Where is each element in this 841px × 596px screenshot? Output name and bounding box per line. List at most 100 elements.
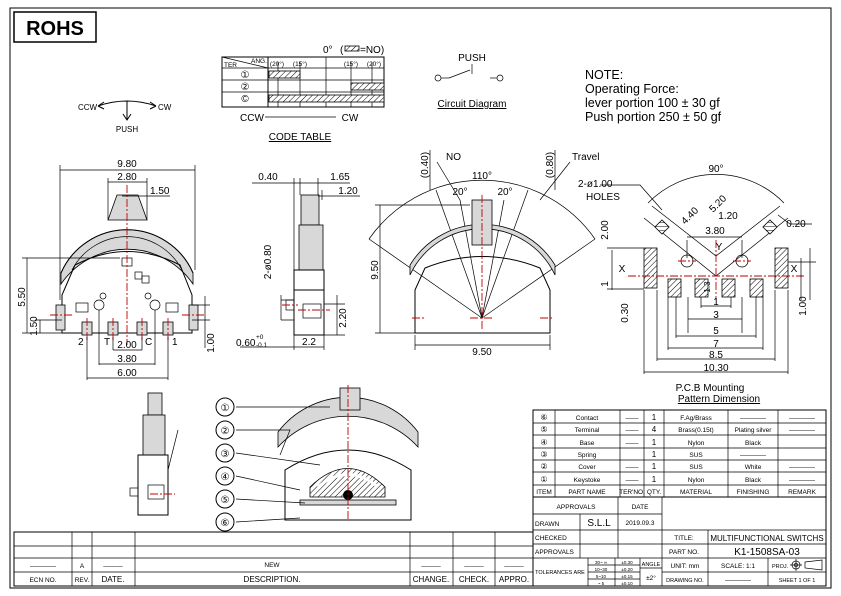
svg-text:④: ④: [540, 438, 547, 447]
svg-text:90°: 90°: [708, 164, 723, 175]
svg-text:PUSH: PUSH: [116, 125, 138, 134]
svg-text:④: ④: [221, 472, 230, 483]
svg-text:Circuit Diagram: Circuit Diagram: [438, 99, 507, 110]
svg-text:(0.40): (0.40): [420, 152, 431, 178]
svg-text:⑤: ⑤: [540, 425, 547, 434]
svg-text:Travel: Travel: [572, 152, 599, 163]
svg-text:————: ————: [789, 427, 816, 434]
svg-text:SUS: SUS: [689, 464, 703, 471]
svg-text:UNIT: mm: UNIT: mm: [671, 563, 700, 570]
part-callouts: ① ② ③ ④ ⑤ ⑥: [167, 397, 330, 532]
svg-text:SUS: SUS: [689, 452, 703, 459]
svg-text:1.00: 1.00: [206, 333, 217, 353]
svg-text:Cover: Cover: [578, 464, 596, 471]
svg-text:Operating Force:: Operating Force:: [585, 82, 679, 96]
svg-text:SHEET 1 OF 1: SHEET 1 OF 1: [779, 578, 816, 584]
svg-text:————: ————: [740, 415, 767, 422]
svg-text:Black: Black: [745, 477, 762, 484]
svg-text:TER: TER: [224, 62, 237, 69]
svg-text:4: 4: [652, 425, 657, 434]
svg-text:Y: Y: [716, 242, 723, 253]
exploded-section-view: [277, 385, 419, 521]
svg-text:DATE.: DATE.: [102, 575, 125, 584]
svg-text:②: ②: [221, 426, 230, 437]
svg-text:⑥: ⑥: [221, 518, 230, 529]
svg-text:CW: CW: [342, 113, 359, 124]
svg-text:9.80: 9.80: [117, 159, 137, 170]
svg-text:DATE: DATE: [632, 504, 650, 511]
svg-text:(15°): (15°): [293, 60, 307, 68]
svg-text:5.50: 5.50: [17, 287, 28, 307]
svg-text:PART NAME: PART NAME: [568, 489, 606, 496]
push-direction-symbol: CCW CW PUSH: [78, 100, 172, 134]
svg-text:③: ③: [221, 449, 230, 460]
svg-text:=NO): =NO): [360, 45, 384, 56]
svg-text:2019.09.3: 2019.09.3: [626, 520, 655, 527]
svg-text:1: 1: [713, 297, 719, 308]
svg-text:PROJ.: PROJ.: [772, 564, 789, 570]
svg-text:P.C.B Mounting: P.C.B Mounting: [676, 383, 745, 394]
svg-text:±0.10: ±0.10: [621, 581, 633, 586]
svg-text:6.00: 6.00: [117, 368, 137, 379]
svg-text:1: 1: [652, 475, 657, 484]
svg-text:Brass(0.15t): Brass(0.15t): [678, 427, 713, 434]
svg-text:±0.15: ±0.15: [621, 574, 633, 579]
svg-text:ROHS: ROHS: [26, 18, 84, 40]
svg-text:2: 2: [78, 337, 84, 348]
svg-text:7: 7: [713, 339, 719, 350]
svg-text:-0.1: -0.1: [256, 342, 268, 349]
svg-text:1.00: 1.00: [798, 296, 809, 316]
svg-text:————: ————: [725, 577, 752, 584]
svg-text:———: ———: [103, 563, 123, 570]
svg-text:S.L.L: S.L.L: [587, 518, 611, 529]
svg-text:①: ①: [221, 403, 230, 414]
travel-angle-view: NO (0.40) 110° 20° 20° (0.80) Travel 9.5…: [368, 150, 599, 358]
svg-text:APPRO.: APPRO.: [499, 575, 529, 584]
svg-text:QTY.: QTY.: [647, 489, 662, 496]
revision-block: ———— A ——— NEW ——— ——— ——— ECN NO. REV. …: [13, 531, 534, 587]
svg-text:1: 1: [652, 413, 657, 422]
svg-text:APPROVALS: APPROVALS: [557, 504, 597, 511]
svg-text:CHECK.: CHECK.: [459, 575, 489, 584]
svg-text:0°: 0°: [323, 45, 333, 56]
svg-text:NO: NO: [446, 152, 461, 163]
svg-text:———: ———: [504, 563, 524, 570]
svg-text:Base: Base: [580, 440, 595, 447]
drawing-frame: [9, 7, 832, 589]
svg-text:Push portion 250 ± 50 gf: Push portion 250 ± 50 gf: [585, 110, 722, 124]
svg-text:8.5: 8.5: [709, 350, 723, 361]
svg-text:A: A: [80, 563, 85, 570]
svg-text:1.20: 1.20: [338, 186, 358, 197]
svg-text:0.60: 0.60: [236, 338, 256, 349]
svg-text:APPROVALS: APPROVALS: [535, 549, 575, 556]
svg-text:0.20: 0.20: [786, 219, 806, 230]
svg-text:ANG.: ANG.: [251, 58, 267, 65]
svg-text:Pattern Dimension: Pattern Dimension: [678, 394, 760, 405]
svg-text:(15°): (15°): [344, 60, 358, 68]
svg-text:——: ——: [626, 477, 640, 484]
svg-text:SCALE: 1:1: SCALE: 1:1: [721, 563, 755, 570]
svg-text:DRAWING NO.: DRAWING NO.: [666, 578, 704, 584]
svg-text:1.50: 1.50: [150, 186, 170, 197]
svg-text:NEW: NEW: [264, 562, 280, 569]
front-view: 9.80 2.80 1.50 5.50 1.50 1.00 2 T C 1 2.…: [17, 159, 217, 380]
svg-text:Keystoke: Keystoke: [574, 477, 601, 484]
svg-text:①: ①: [540, 475, 547, 484]
svg-text:9.50: 9.50: [472, 347, 492, 358]
svg-text:PART NO.: PART NO.: [669, 549, 699, 556]
svg-text:0.40: 0.40: [258, 172, 278, 183]
circuit-diagram: PUSH Circuit Diagram: [434, 53, 507, 110]
svg-text:CCW: CCW: [78, 103, 98, 112]
svg-text:PUSH: PUSH: [458, 53, 486, 64]
svg-text:1.3: 1.3: [703, 281, 712, 293]
note-operating-force: NOTE: Operating Force: lever portion 100…: [585, 68, 722, 124]
svg-text:30~ ∞: 30~ ∞: [595, 560, 607, 565]
svg-text:T: T: [104, 337, 110, 348]
svg-text:White: White: [745, 464, 762, 471]
svg-text:10.30: 10.30: [703, 363, 728, 374]
